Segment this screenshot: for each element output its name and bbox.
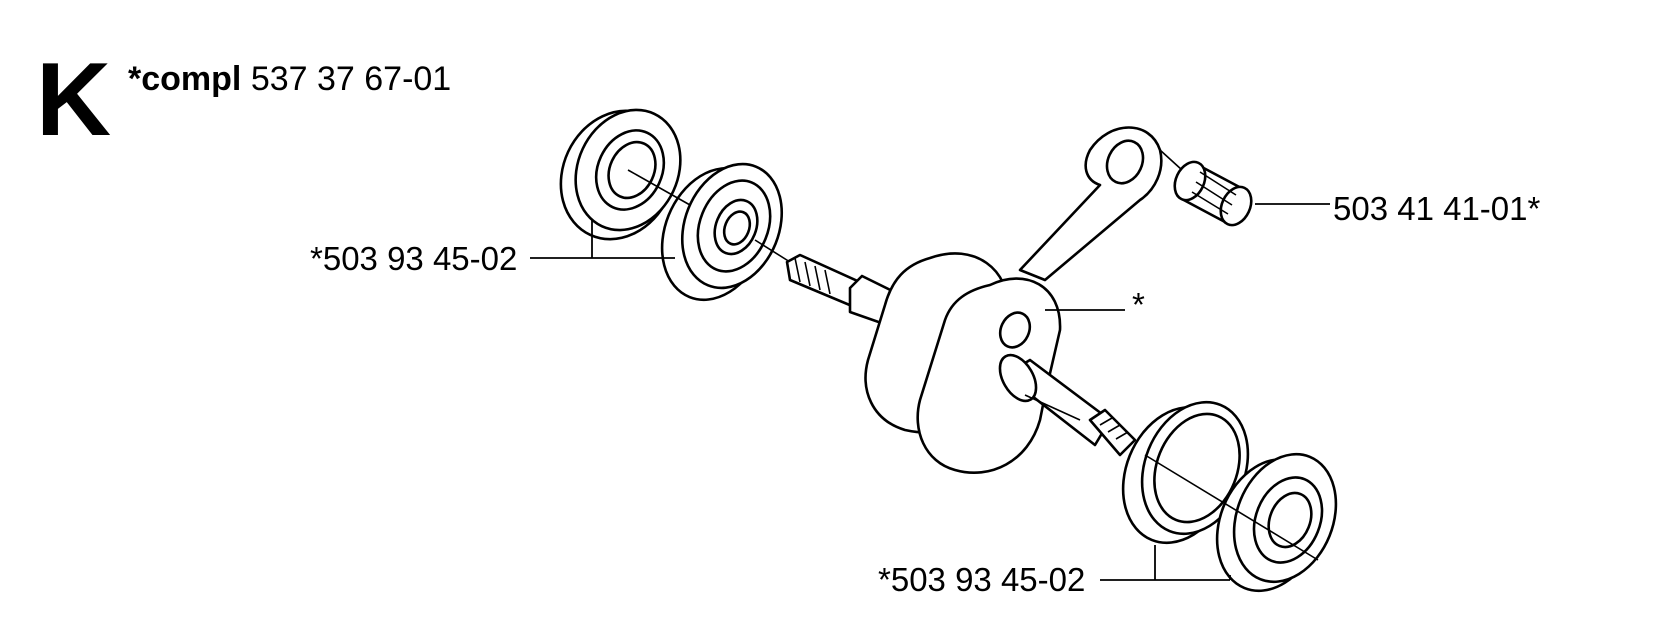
crankshaft xyxy=(785,126,1163,474)
assembly-title: *compl 537 37 67-01 xyxy=(128,62,451,96)
left-assembly-axis-2 xyxy=(754,239,791,263)
section-letter: K xyxy=(36,42,112,158)
right-assembly-axis xyxy=(1144,454,1319,561)
needle-bearing-axis xyxy=(1159,149,1183,171)
callout-crankshaft: * xyxy=(1132,286,1145,323)
leader-left-bearing-set xyxy=(530,220,675,259)
assembly-part-number: 537 37 67-01 xyxy=(250,60,452,98)
callout-left-bearing-set: *503 93 45-02 xyxy=(310,240,518,277)
callout-needle-bearing: 503 41 41-01* xyxy=(1333,190,1541,227)
needle-bearing xyxy=(1173,160,1253,227)
leader-right-bearing-set xyxy=(1100,545,1231,581)
left-outer-ball-bearing xyxy=(559,108,682,241)
assembly-title-prefix: *compl xyxy=(128,60,242,98)
left-assembly-axis xyxy=(627,169,691,206)
callout-right-bearing-set: *503 93 45-02 xyxy=(878,561,1086,598)
right-outer-ball-bearing xyxy=(1215,452,1338,593)
left-inner-ball-bearing xyxy=(660,162,784,302)
